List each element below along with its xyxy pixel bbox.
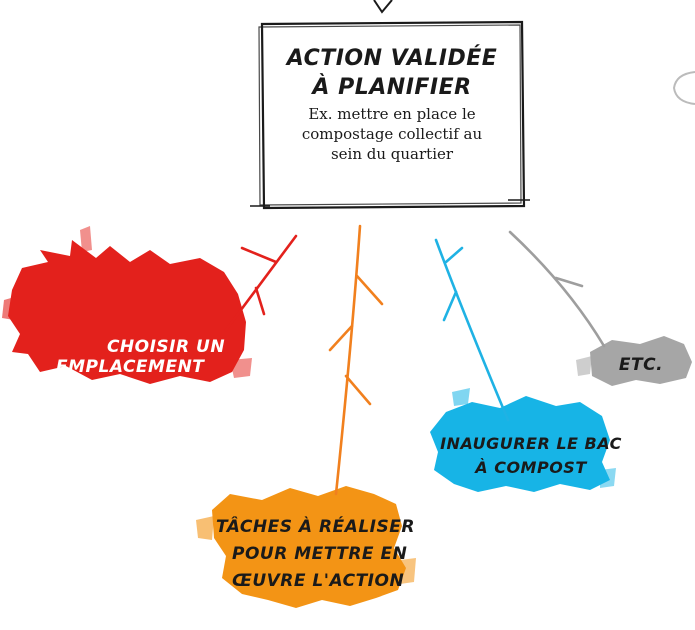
branch-label-inaugurer-line2: À COMPOST — [475, 458, 587, 477]
branch-label-etc-line1: ETC. — [618, 355, 664, 375]
central-box — [250, 20, 530, 210]
branch-gray — [508, 230, 606, 348]
branch-label-taches-line1: TÂCHES À RÉALISER — [216, 517, 415, 537]
branch-orange — [328, 224, 384, 496]
central-example: Ex. mettre en place le compostage collec… — [262, 104, 522, 164]
gray-paint-blob — [576, 336, 692, 386]
branch-label-choisir: CHOISIR UN EMPLACEMENT — [56, 337, 256, 377]
central-example-line2: compostage collectif au — [301, 125, 483, 143]
top-connector — [373, 0, 393, 14]
blue-paint-blob — [430, 388, 616, 492]
central-example-line3: sein du quartier — [330, 145, 454, 163]
branch-label-inaugurer: INAUGURER LE BAC À COMPOST — [416, 432, 646, 480]
central-title-line2: À PLANIFIER — [312, 75, 472, 100]
branch-label-taches: TÂCHES À RÉALISER POUR METTRE EN ŒUVRE L… — [216, 514, 416, 595]
central-title-line1: ACTION VALIDÉE — [286, 46, 498, 71]
branch-label-choisir-line1: CHOISIR UN — [106, 337, 226, 357]
central-example-line1: Ex. mettre en place le — [308, 105, 476, 123]
branch-blue — [434, 238, 510, 422]
branch-label-taches-line3: ŒUVRE L'ACTION — [232, 571, 405, 591]
orange-paint-blob — [196, 486, 416, 608]
branch-label-choisir-line2: EMPLACEMENT — [56, 356, 205, 377]
branch-label-inaugurer-line1: INAUGURER LE BAC — [440, 434, 622, 453]
red-paint-blob — [2, 226, 252, 384]
branch-red — [224, 234, 298, 332]
partial-node — [672, 71, 695, 105]
branch-label-etc: ETC. — [606, 355, 676, 376]
branch-label-taches-line2: POUR METTRE EN — [232, 544, 408, 564]
central-title: ACTION VALIDÉE À PLANIFIER — [262, 44, 522, 102]
